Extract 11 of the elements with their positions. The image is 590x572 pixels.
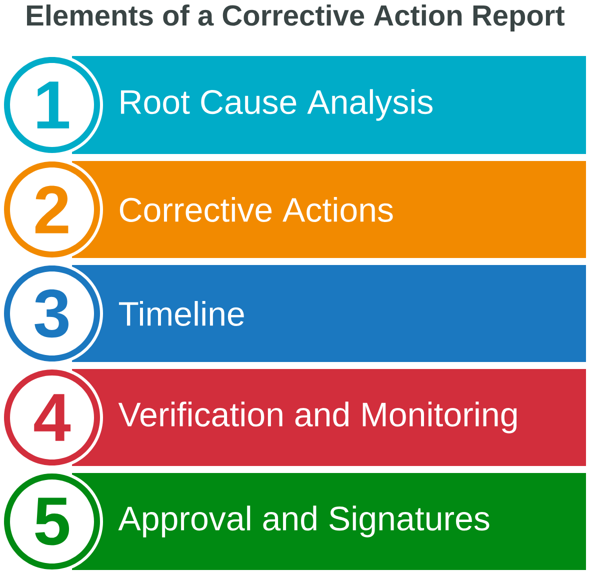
number-badge: 5 — [1, 470, 103, 572]
number-badge: 4 — [1, 366, 103, 468]
number-badge: 3 — [1, 262, 103, 364]
node-label: 2 — [35, 186, 68, 234]
node-label: 5 — [35, 498, 70, 546]
node-label: 4 — [34, 394, 71, 441]
title: Elements of a Corrective Action Report — [27, 4, 565, 32]
node-label: 3 — [34, 289, 68, 338]
node-label: 1 — [37, 82, 70, 128]
number-badge: 1 — [1, 54, 103, 156]
number-badge: 2 — [1, 158, 103, 260]
